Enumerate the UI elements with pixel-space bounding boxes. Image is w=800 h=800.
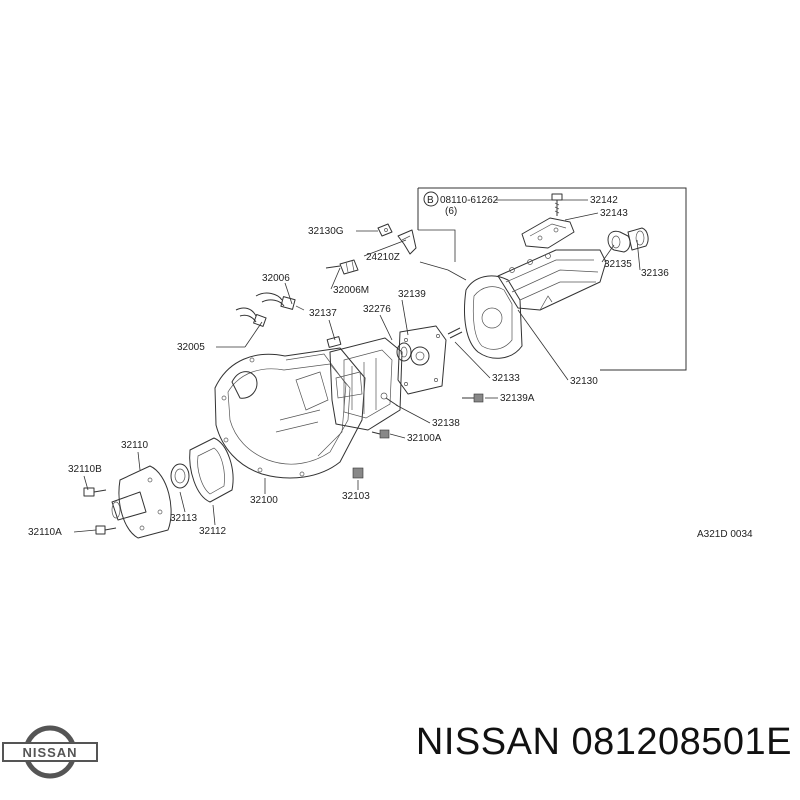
- callout-32139A: 32139A: [500, 393, 535, 404]
- gasket-32112: [189, 437, 234, 503]
- callout-32113: 32113: [170, 513, 198, 524]
- callout-32100: 32100: [250, 495, 278, 506]
- kit-bracket-frame: [418, 187, 687, 371]
- rear-extension-32130: [464, 249, 607, 359]
- callout-32135: 32135: [604, 259, 632, 270]
- callout-32139: 32139: [398, 289, 426, 300]
- callout-32006M: 32006M: [333, 285, 369, 296]
- adapter-housing: [329, 337, 403, 431]
- bracket-24210Z: [397, 229, 417, 255]
- figure-code: A321D 0034: [697, 529, 753, 540]
- clip-32130G: [377, 223, 393, 237]
- callout-32133: 32133: [492, 373, 520, 384]
- bolt-symbol-circle: [423, 191, 439, 207]
- callout-32130: 32130: [570, 376, 598, 387]
- bolt-32110A: [95, 525, 117, 535]
- bushing-32135: [607, 230, 631, 253]
- callout-32143: 32143: [600, 208, 628, 219]
- exploded-parts-diagram: B 08110-61262 (6) 32142 32143 32135 3213…: [28, 187, 753, 540]
- callout-24210Z: 24210Z: [366, 252, 400, 263]
- bolt-32139A: [462, 393, 484, 403]
- callout-32110A: 32110A: [28, 527, 62, 538]
- bolt-32110B: [83, 487, 107, 497]
- callout-32110B: 32110B: [68, 464, 102, 475]
- callout-32112: 32112: [199, 526, 227, 537]
- callout-32103: 32103: [342, 491, 370, 502]
- bolt-symbol-letter: B: [427, 195, 434, 206]
- callout-32137: 32137: [309, 308, 337, 319]
- transmission-case-32100: [214, 347, 366, 479]
- logo-wordmark: NISSAN: [22, 745, 77, 760]
- plug-32100A: [371, 429, 390, 439]
- logo-band-inner: [4, 744, 96, 760]
- callout-32130G: 32130G: [308, 226, 344, 237]
- seal-32276: [396, 342, 412, 362]
- gasket-plate-32139: [397, 325, 447, 395]
- callout-32142: 32142: [590, 195, 618, 206]
- callout-32006: 32006: [262, 273, 290, 284]
- switch-32006: [255, 292, 305, 311]
- callout-08110-61262: 08110-61262: [440, 195, 499, 206]
- callout-32005: 32005: [177, 342, 205, 353]
- callout-32136: 32136: [641, 268, 669, 279]
- leader-lines: [73, 199, 641, 533]
- plug-32103: [352, 467, 364, 479]
- bolt-32138: [380, 392, 399, 407]
- pinion-32006M: [325, 259, 359, 275]
- callout-32110: 32110: [121, 440, 149, 451]
- callout-bolt-qty: (6): [445, 206, 457, 217]
- front-cover-32110: [111, 465, 172, 539]
- part-number-caption: NISSAN 081208501E: [415, 721, 792, 763]
- nissan-logo: NISSAN: [2, 725, 98, 779]
- callout-32100A: 32100A: [407, 433, 442, 444]
- seal-32136: [627, 227, 649, 251]
- pin-32133: [447, 327, 463, 339]
- cover-32143: [521, 217, 575, 249]
- pin-32137: [326, 336, 342, 348]
- callout-32138: 32138: [432, 418, 460, 429]
- switch-32005: [235, 307, 267, 327]
- callout-32276: 32276: [363, 304, 391, 315]
- bolt-32142: [551, 193, 563, 216]
- oil-seal-32113: [170, 463, 190, 489]
